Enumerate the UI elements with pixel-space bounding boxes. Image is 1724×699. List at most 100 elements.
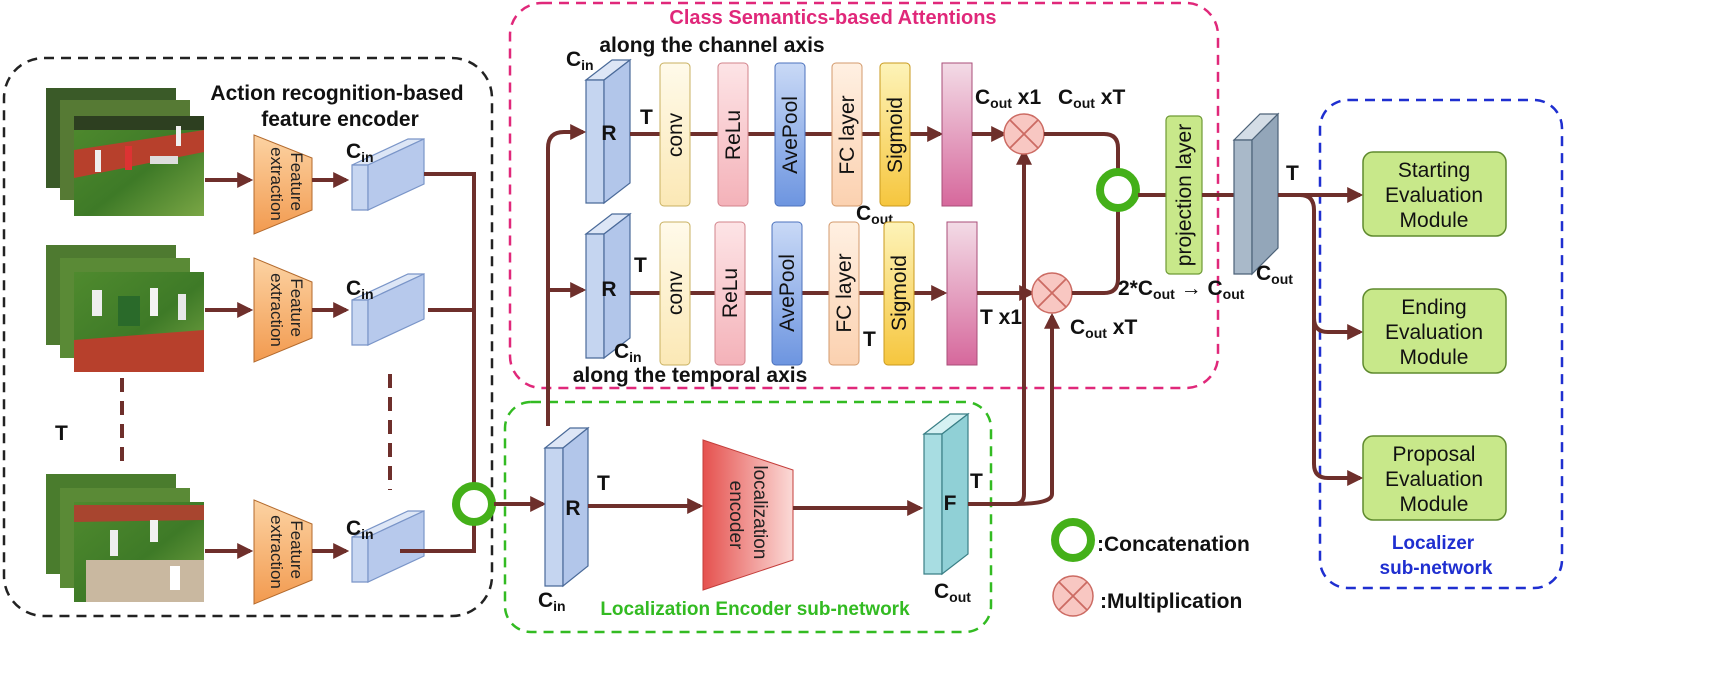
svg-text:R: R (601, 122, 616, 145)
svg-text:AvePool: AvePool (776, 254, 799, 332)
multiply-node-top (1003, 113, 1045, 155)
encoder-title-line1: Action recognition-based (210, 82, 463, 105)
feature-extraction-block (253, 257, 313, 363)
attention-top-sigmoid: Sigmoid (879, 62, 911, 207)
feature-extraction-label: Feature extraction (267, 273, 306, 347)
svg-text:Sigmoid: Sigmoid (884, 97, 907, 173)
localization-F-T-label: T (970, 470, 983, 493)
feature-extraction-block (253, 134, 313, 235)
svg-text:ReLu: ReLu (719, 268, 742, 318)
attention-bottom-T-x1-label: T x1 (980, 306, 1022, 329)
localizer-title-line2: sub-network (1380, 558, 1493, 579)
svg-text:Evaluation: Evaluation (1385, 468, 1483, 491)
feature-extraction-label: Feature extraction (267, 515, 306, 589)
svg-text:FC layer: FC layer (833, 253, 856, 332)
attention-top-fc-layer: FC layer (831, 62, 863, 207)
svg-text:Evaluation: Evaluation (1385, 321, 1483, 344)
attention-bottom-conv: conv (659, 221, 691, 366)
svg-text:FC layer: FC layer (836, 95, 859, 174)
localization-section-border (503, 400, 993, 634)
attention-top-relu: ReLu (717, 62, 749, 207)
svg-text:conv: conv (664, 112, 687, 157)
attention-top-weight-vector (941, 62, 973, 207)
localization-cin-label: Cin (538, 589, 566, 614)
attention-bottom-cout-xT-label: Cout xT (1070, 316, 1137, 341)
starting-evaluation-module: Starting Evaluation Module (1362, 151, 1507, 237)
output-cout-label: Cout (1256, 262, 1293, 287)
svg-text:Cin: Cin (346, 140, 374, 165)
svg-text:R: R (565, 497, 580, 520)
attention-title: Class Semantics-based Attentions (669, 7, 996, 29)
proposal-evaluation-module: Proposal Evaluation Module (1362, 435, 1507, 521)
svg-text:projection layer: projection layer (1173, 124, 1196, 266)
localization-T-label: T (597, 472, 610, 495)
svg-text:Module: Module (1400, 209, 1469, 232)
svg-text:Cin: Cin (346, 517, 374, 542)
attention-bottom-fc-layer: FC layer (828, 221, 860, 366)
svg-text:Proposal: Proposal (1393, 443, 1476, 466)
localization-encoder-block: localization encoder (702, 439, 794, 591)
legend-multiply-label: :Multiplication (1100, 590, 1242, 613)
encoder-title-line2: feature encoder (261, 108, 419, 131)
attention-top-cout-xT-label: Cout xT (1058, 86, 1125, 111)
multiply-node-bottom (1031, 272, 1073, 314)
feature-extraction-row-3: Feature extraction Cin (205, 499, 425, 605)
attention-bottom-sigmoid: Sigmoid (883, 221, 915, 366)
localization-R-block: R (543, 426, 590, 588)
localization-cout-label: Cout (934, 580, 971, 605)
svg-text:R: R (601, 278, 616, 301)
attention-top-T-label: T (640, 106, 653, 129)
projection-dim-label: 2*Cout → Cout (1118, 277, 1245, 302)
attention-bottom-fc-T-label: T (863, 328, 876, 351)
attention-bottom-weight-vector (946, 221, 978, 366)
ending-evaluation-module: Ending Evaluation Module (1362, 288, 1507, 374)
attention-top-conv: conv (659, 62, 691, 207)
svg-text:localization encoder: localization encoder (725, 465, 770, 564)
feature-extraction-label: Feature extraction (267, 147, 306, 221)
channel-axis-label: along the channel axis (599, 34, 824, 57)
frames-count-label: T (55, 422, 68, 445)
feature-extraction-block (253, 499, 313, 605)
concat-node-attention (1096, 168, 1140, 212)
svg-text:F: F (944, 492, 957, 515)
attention-bottom-relu: ReLu (714, 221, 746, 366)
svg-text:Module: Module (1400, 493, 1469, 516)
svg-text:Module: Module (1400, 346, 1469, 369)
attention-top-cin-label: Cin (566, 48, 594, 73)
svg-text:AvePool: AvePool (779, 96, 802, 174)
attention-bottom-cin-label: Cin (614, 340, 642, 365)
attention-top-avepool: AvePool (774, 62, 806, 207)
projection-layer: projection layer (1165, 115, 1203, 275)
legend: :Concatenation :Multiplication (1051, 518, 1250, 617)
video-frames-3 (46, 474, 204, 602)
svg-text:Starting: Starting (1398, 159, 1470, 182)
svg-text:Ending: Ending (1401, 296, 1466, 319)
output-feature-block (1232, 112, 1280, 276)
attention-top-cout-x1-label: Cout x1 (975, 86, 1041, 111)
feature-extraction-row-1: Feature extraction Cin (205, 134, 425, 235)
svg-text:conv: conv (664, 270, 687, 315)
output-T-label: T (1286, 162, 1299, 185)
localization-F-block: F (922, 412, 970, 576)
encoder-section-border (2, 56, 494, 618)
attention-bottom-T-label: T (634, 254, 647, 277)
svg-text:Sigmoid: Sigmoid (888, 255, 911, 331)
legend-concat-label: :Concatenation (1097, 533, 1250, 556)
legend-concat-icon (1051, 518, 1095, 562)
legend-multiply-icon (1052, 575, 1094, 617)
attention-bottom-R-block: R (584, 212, 632, 360)
temporal-axis-label: along the temporal axis (573, 364, 808, 387)
concat-node-encoder (452, 482, 496, 526)
localizer-section-border (1318, 98, 1564, 590)
svg-text:Evaluation: Evaluation (1385, 184, 1483, 207)
feature-extraction-row-2: Feature extraction Cin (205, 257, 425, 363)
attention-bottom-avepool: AvePool (771, 221, 803, 366)
svg-text:Cin: Cin (346, 277, 374, 302)
video-frames-2 (46, 245, 204, 372)
attention-top-R-block: R (584, 58, 632, 205)
localization-title: Localization Encoder sub-network (600, 599, 910, 620)
video-frames-1 (46, 88, 204, 216)
localizer-title-line1: Localizer (1392, 533, 1475, 554)
svg-text:ReLu: ReLu (722, 110, 745, 160)
